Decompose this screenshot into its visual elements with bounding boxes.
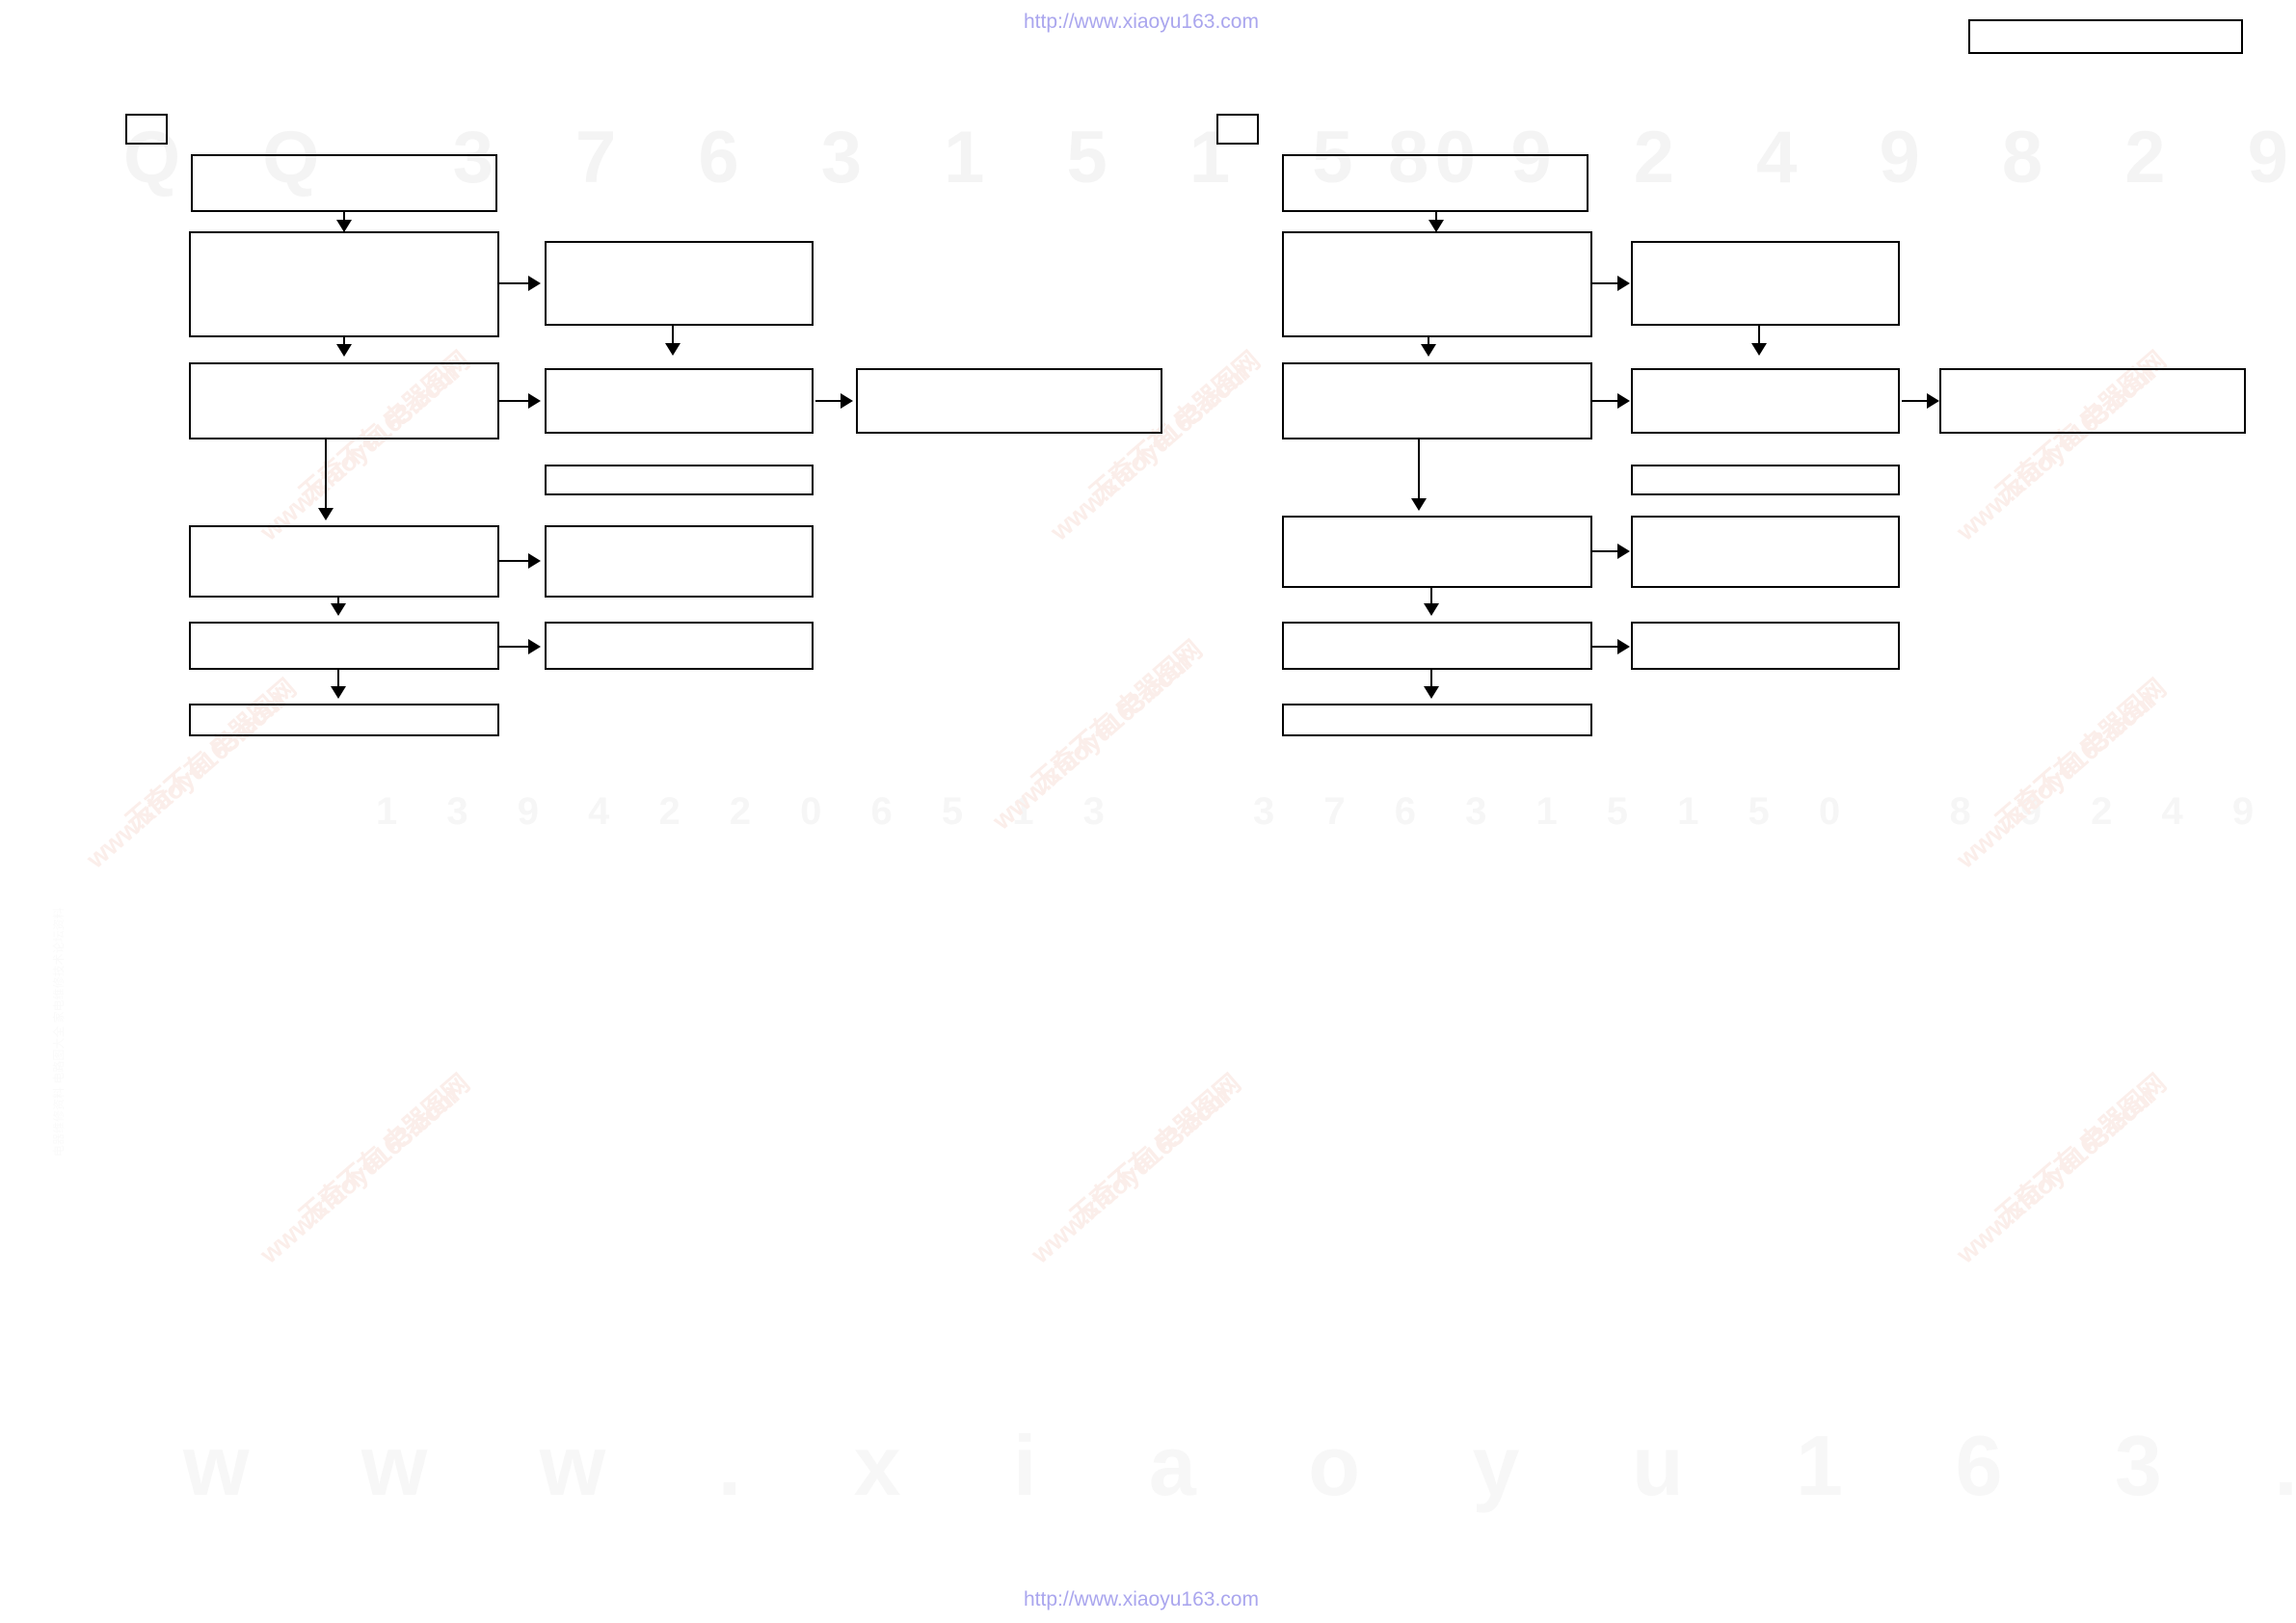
left-arrow-a4-b5-head: [528, 553, 541, 569]
right-box-a3: [1282, 362, 1592, 439]
left-arrow-a4-b5-line: [499, 560, 530, 562]
left-arrow-a2-b2-head: [528, 276, 541, 291]
watermark-diagonal-cn: 无奇不有 电器图网: [1064, 1068, 1246, 1232]
right-box-b3: [1631, 368, 1900, 434]
right-chart-marker-box: [1216, 114, 1259, 145]
left-box-a6: [189, 704, 499, 736]
left-arrow-a5-b6-head: [528, 639, 541, 654]
right-arrow-a3-a4-line: [1418, 439, 1420, 501]
right-arrow-a5-b6-head: [1617, 639, 1630, 654]
left-box-b2: [545, 241, 814, 326]
left-arrow-a3-a4-line: [325, 439, 327, 512]
right-box-a1: [1282, 154, 1589, 212]
left-box-a5: [189, 622, 499, 670]
right-box-b5: [1631, 516, 1900, 588]
watermark-vertical-note: 电器维修资料 电路图大全 家电维修技术论坛资料: [52, 907, 66, 1157]
left-arrow-a2-a3-head: [336, 344, 352, 357]
left-arrow-a3-a4-head: [318, 508, 334, 520]
watermark-diagonal-url: www.xiaoyu163.com: [1951, 1080, 2162, 1269]
left-arrow-a5-a6-head: [331, 686, 346, 699]
watermark-site-large: w w w . x i a o y u 1 6 3 . c o m: [183, 1418, 2296, 1513]
right-box-b2: [1631, 241, 1900, 326]
right-arrow-a5-a6-head: [1424, 686, 1439, 699]
right-arrow-a2-b2-line: [1592, 282, 1619, 284]
right-arrow-a2-b2-head: [1617, 276, 1630, 291]
right-arrow-a3-b3-head: [1617, 393, 1630, 409]
right-arrow-a2-a3-head: [1421, 344, 1436, 357]
right-box-a4: [1282, 516, 1592, 588]
right-arrow-b3-c3-head: [1927, 393, 1939, 409]
left-arrow-a2-b2-line: [499, 282, 530, 284]
left-arrow-b3-c3-head: [841, 393, 853, 409]
left-arrow-a4-a5-head: [331, 603, 346, 616]
right-arrow-a4-b5-line: [1592, 550, 1619, 552]
left-box-b4: [545, 465, 814, 495]
right-arrow-a3-b3-line: [1592, 400, 1619, 402]
left-arrow-a5-b6-line: [499, 646, 530, 648]
watermark-diagonal-cn: 无奇不有 电器图网: [293, 1068, 475, 1232]
right-arrow-a4-a5-head: [1424, 603, 1439, 616]
right-box-a5: [1282, 622, 1592, 670]
header-url: http://www.xiaoyu163.com: [1024, 11, 1259, 33]
left-box-a2: [189, 231, 499, 337]
right-arrow-a4-a5-line: [1430, 588, 1432, 609]
left-box-b5: [545, 525, 814, 598]
watermark-diagonal-cn: 无奇不有 电器图网: [120, 673, 302, 837]
right-arrow-b2-b4-line: [1758, 326, 1760, 351]
watermark-diagonal-cn: 无奇不有 电器图网: [1989, 1068, 2172, 1232]
right-box-a6: [1282, 704, 1592, 736]
watermark-qq-pair: 3 7 6 3 1 5 1 5 0 8 9 2 4 9 8 2 9 9: [1253, 790, 2274, 833]
left-arrow-b2-b4-line: [672, 326, 674, 351]
right-arrow-b2-b4-head: [1751, 343, 1767, 356]
left-arrow-a3-b3-head: [528, 393, 541, 409]
right-arrow-a4-b5-head: [1617, 544, 1630, 559]
left-box-b3: [545, 368, 814, 434]
left-arrow-a3-b3-line: [499, 400, 530, 402]
right-arrow-a5-b6-line: [1592, 646, 1619, 648]
left-box-c3: [856, 368, 1162, 434]
right-arrow-a5-a6-line: [1430, 670, 1432, 691]
watermark-diagonal-cn: 无奇不有 电器图网: [1026, 634, 1208, 798]
right-box-a2: [1282, 231, 1592, 337]
watermark-phone: 1 3 9 4 2 2 0 6 5 1 3: [376, 790, 1124, 833]
top-right-label-box: [1968, 19, 2243, 54]
watermark-diagonal-url: www.xiaoyu163.com: [987, 647, 1198, 836]
watermark-diagonal-cn: 无奇不有 电器图网: [1989, 673, 2172, 837]
left-arrow-b2-b4-head: [665, 343, 681, 356]
left-arrow-a5-a6-line: [337, 670, 339, 691]
right-box-b6: [1631, 622, 1900, 670]
left-box-b6: [545, 622, 814, 670]
right-box-b4: [1631, 465, 1900, 495]
footer-url: http://www.xiaoyu163.com: [1024, 1588, 1259, 1610]
left-arrow-b3-c3-line: [815, 400, 842, 402]
left-box-a3: [189, 362, 499, 439]
right-arrow-a1-a2-head: [1428, 220, 1444, 232]
right-box-c3: [1939, 368, 2246, 434]
left-box-a4: [189, 525, 499, 598]
right-arrow-a3-a4-head: [1411, 498, 1427, 511]
left-box-a1: [191, 154, 497, 212]
left-arrow-a1-a2-head: [336, 220, 352, 232]
watermark-diagonal-url: www.xiaoyu163.com: [254, 1080, 466, 1269]
watermark-diagonal-url: www.xiaoyu163.com: [1026, 1080, 1237, 1269]
right-arrow-b3-c3-line: [1902, 400, 1929, 402]
watermark-diagonal-url: www.xiaoyu163.com: [1951, 685, 2162, 874]
left-chart-marker-box: [125, 114, 168, 145]
